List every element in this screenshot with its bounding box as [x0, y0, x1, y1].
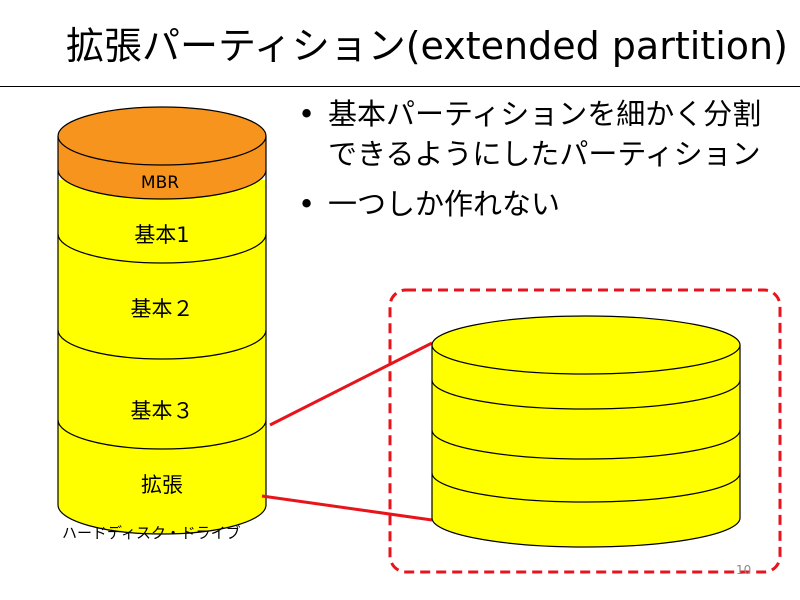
partition-label-primary-2: 基本２	[131, 297, 194, 321]
bullet-item: 一つしか作れない	[298, 184, 778, 224]
partition-label-extended: 拡張	[141, 473, 183, 497]
disk-caption: ハードディスク・ドライブ	[62, 524, 241, 542]
partition-label-mbr: MBR	[141, 173, 179, 193]
hard-disk-stack: MBR 基本1 基本２ 基本３ 拡張	[57, 106, 267, 535]
logical-separator	[431, 472, 741, 503]
partition-separator	[57, 419, 267, 450]
extended-partition-stack	[431, 315, 741, 548]
disk-top	[57, 106, 267, 166]
partition-separator	[57, 329, 267, 360]
page-number: 10	[736, 563, 752, 577]
partition-separator	[57, 504, 267, 535]
partition-label-primary-3: 基本３	[131, 399, 194, 423]
logical-separator	[431, 429, 741, 460]
bullet-list: 基本パーティションを細かく分割できるようにしたパーティション 一つしか作れない	[298, 94, 778, 234]
title-divider	[0, 86, 800, 87]
logical-separator	[431, 379, 741, 410]
extended-disk-top	[431, 315, 741, 375]
bullet-item: 基本パーティションを細かく分割できるようにしたパーティション	[298, 94, 778, 174]
logical-body	[432, 345, 740, 547]
partition-separator	[57, 233, 267, 264]
connector-line	[269, 341, 433, 427]
connector-line	[261, 494, 433, 522]
slide-title: 拡張パーティション(extended partition)	[66, 24, 788, 68]
partition-label-primary-1: 基本1	[134, 223, 189, 247]
partition-separator	[57, 169, 267, 200]
logical-separator	[431, 517, 741, 548]
extended-detail-frame	[388, 288, 782, 574]
